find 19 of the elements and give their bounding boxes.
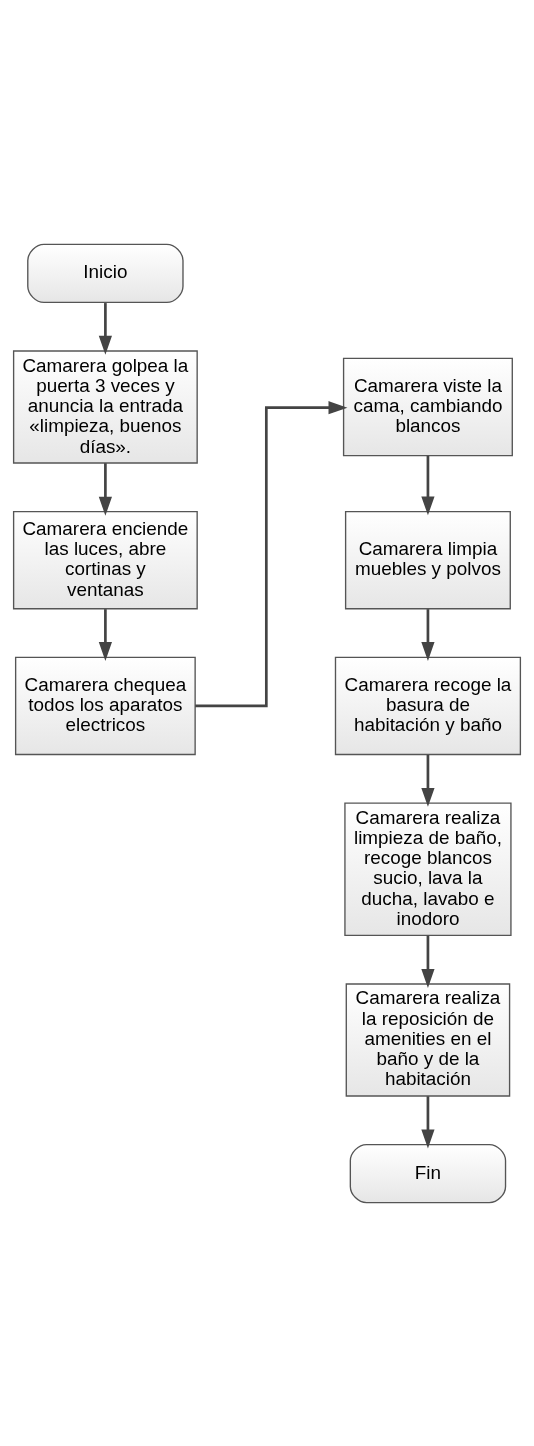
node-box: Fin	[349, 1143, 507, 1203]
arrow	[421, 935, 435, 988]
arrow	[421, 1095, 435, 1148]
node-box: Camarera chequea todos los aparatos electricos	[14, 656, 196, 755]
node-box: Camarera enciende las luces, abre cortinas y ventanas	[12, 510, 198, 609]
arrow	[421, 455, 435, 515]
arrow	[421, 608, 435, 661]
node-box: Camarera realiza limpieza de baño, recoge blancos sucio, lava la ducha, lavabo e inodoro	[344, 801, 512, 936]
arrow	[98, 302, 112, 355]
node-box: Camarera golpea la puerta 3 veces y anuncia la entrada «limpieza, buenos días».	[12, 349, 198, 464]
arrow	[98, 462, 112, 516]
node-box: Camarera limpia muebles y polvos	[344, 510, 511, 609]
arrow	[195, 400, 348, 707]
node-box: Inicio	[27, 243, 184, 303]
node-box: Camarera viste la cama, cambiando blancos	[342, 357, 513, 456]
arrow	[98, 608, 112, 661]
node-box: Camarera recoge la basura de habitación y baño	[334, 656, 522, 755]
arrow	[421, 754, 435, 807]
node-box: Camarera realiza la reposición de amenities en el baño y de la habitación	[345, 982, 511, 1097]
